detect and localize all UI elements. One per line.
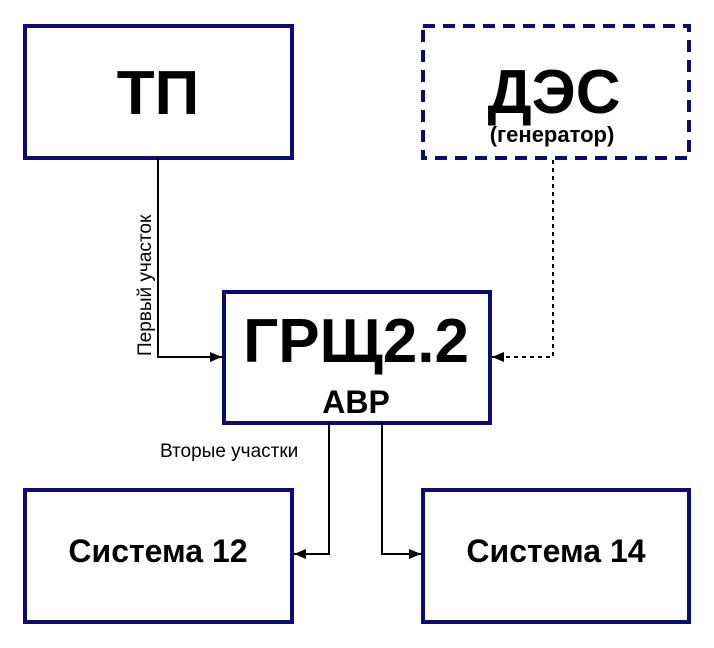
des-box bbox=[421, 24, 691, 160]
grsch-sublabel: АВР bbox=[322, 384, 390, 420]
edge-tp-to-grsch-line bbox=[157, 158, 222, 362]
des-label: ДЭС bbox=[487, 58, 620, 127]
tp-box bbox=[23, 24, 294, 160]
node-grsch: ГРЩ2.2 АВР bbox=[222, 290, 492, 425]
edge-grsch-to-systems: Вторые участки bbox=[160, 423, 421, 559]
edge-grsch-to-system-14-line bbox=[381, 423, 421, 559]
edge-tp-to-grsch: Первый участок bbox=[135, 158, 222, 362]
edge-tp-to-grsch-label: Первый участок bbox=[135, 214, 156, 356]
system-14-label: Система 14 bbox=[466, 533, 645, 569]
edge-grsch-to-system-12-line bbox=[294, 423, 330, 559]
node-system-12: Система 12 bbox=[23, 488, 294, 624]
grsch-box bbox=[222, 290, 492, 425]
edge-grsch-to-systems-label: Вторые участки bbox=[160, 441, 298, 462]
system-14-box bbox=[421, 488, 691, 624]
edge-des-to-grsch-line bbox=[492, 160, 554, 362]
tp-label: ТП bbox=[117, 59, 199, 128]
node-des: ДЭС (генератор) bbox=[421, 24, 691, 160]
system-12-label: Система 12 bbox=[68, 533, 247, 569]
system-12-box bbox=[23, 488, 294, 624]
node-tp: ТП bbox=[23, 24, 294, 160]
grsch-label: ГРЩ2.2 bbox=[243, 307, 469, 376]
node-system-14: Система 14 bbox=[421, 488, 691, 624]
edge-des-to-grsch bbox=[492, 160, 554, 362]
des-sublabel: (генератор) bbox=[490, 122, 615, 147]
